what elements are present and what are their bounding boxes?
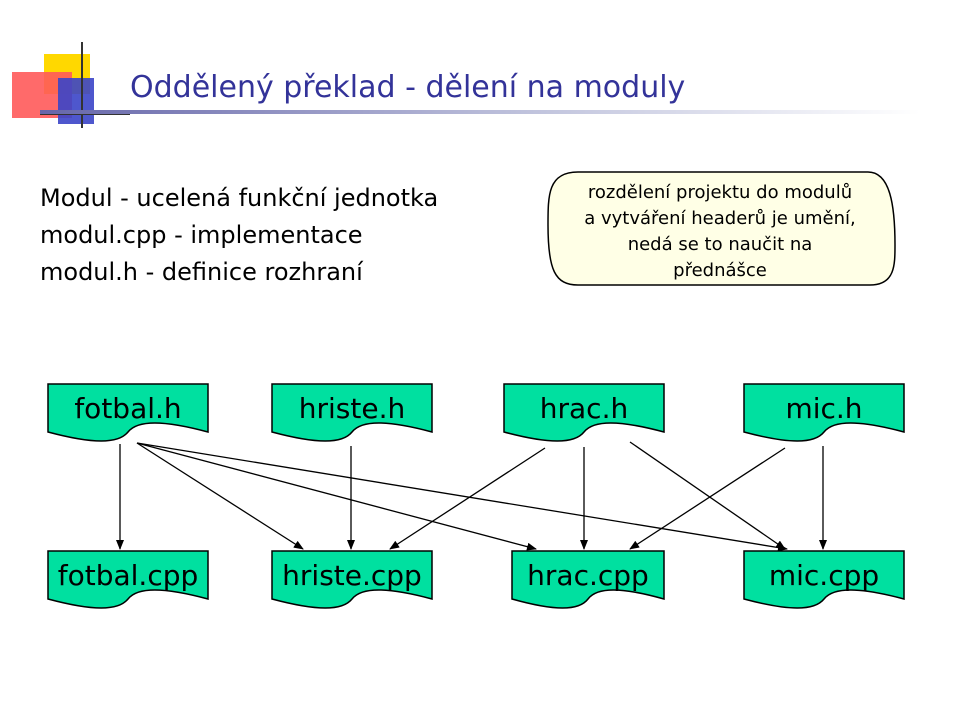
dependency-arrow [389, 447, 546, 550]
file-box-label: mic.cpp [768, 559, 880, 592]
dependency-arrow [629, 447, 786, 550]
dependency-arrow [136, 442, 304, 550]
file-box [47, 550, 209, 609]
slide-logo [12, 42, 130, 128]
dependency-arrow [629, 441, 786, 550]
file-box-label: hrac.h [539, 392, 629, 425]
file-box-label: hrac.cpp [527, 559, 649, 592]
callout-line: nedá se to naučit na přednášce [627, 234, 813, 281]
file-boxes [47, 383, 905, 609]
file-box [743, 550, 905, 609]
file-box [511, 550, 665, 609]
callout-line: a vytváření headerů je umění, [584, 208, 856, 229]
file-box-label: fotbal.cpp [57, 559, 199, 592]
file-box [503, 383, 665, 442]
file-box-label: fotbal.h [74, 392, 182, 425]
callout-box [547, 171, 896, 286]
bullet-item: modul.cpp - implementace [40, 221, 363, 249]
file-box [271, 550, 433, 609]
title-underline [40, 110, 920, 114]
file-box-label: hriste.cpp [282, 559, 422, 592]
file-box [47, 383, 209, 442]
dependency-arrow [136, 442, 537, 551]
bullet-item: Modul - ucelená funkční jednotka [40, 184, 439, 212]
bullet-item: modul.h - definice rozhraní [40, 258, 363, 286]
file-box [271, 383, 433, 442]
file-box-label: mic.h [785, 392, 863, 425]
slide-title: Oddělený překlad - dělení na moduly [130, 70, 686, 105]
dependency-arrows [116, 441, 827, 552]
file-box [743, 383, 905, 442]
callout-text: rozdělení projektu do modulů a vytváření… [580, 180, 860, 284]
dependency-arrow [136, 442, 788, 552]
callout-line: rozdělení projektu do modulů [587, 182, 853, 203]
file-box-label: hriste.h [298, 392, 406, 425]
bullet-list: Modul - ucelená funkční jednotka modul.c… [40, 180, 438, 291]
